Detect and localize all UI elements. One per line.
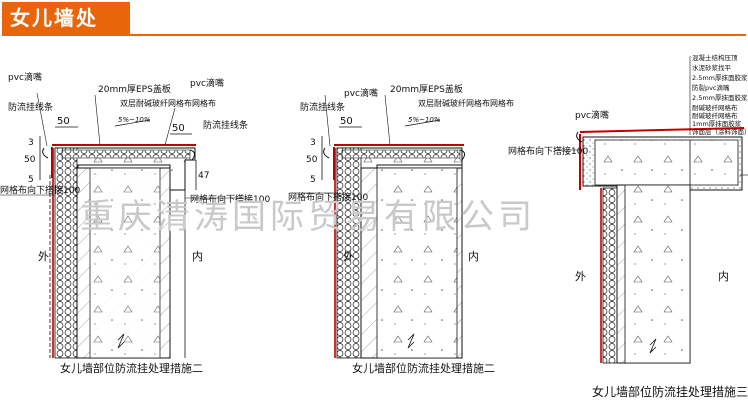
panel-2-labels: pvc滴嘴 20mm厚EPS盖板 防流挂线条 双层耐碱玻纤网格布网格布 5%~1… — [288, 83, 514, 375]
p3-mesh-left-label: 网格布向下搭接100 — [508, 145, 588, 157]
p1-mesh-right-label: 网格布向下搭接100 — [190, 193, 270, 205]
p1-mesh-top-label: 双层耐碱玻纤网格布网格布 — [120, 98, 216, 108]
legend-item: 水泥砂浆找平 — [692, 63, 732, 72]
p1-dim-5: 5 — [28, 175, 34, 185]
p2-caption: 女儿墙部位防流挂处理措施二 — [352, 361, 495, 375]
p1-dim-50a: 50 — [57, 116, 70, 127]
p1-slope-label: 5%~10% — [118, 116, 151, 124]
p2-mesh-top-label: 双层耐碱玻纤网格布网格布 — [418, 98, 514, 108]
p1-drip-right-label: 防流挂线条 — [203, 119, 248, 131]
p1-dim-50c: 50 — [24, 155, 36, 165]
title-underline — [2, 34, 746, 36]
p1-dim-50b: 50 — [172, 123, 185, 134]
p2-eps-label: 20mm厚EPS盖板 — [390, 83, 463, 95]
p1-dim-47: 47 — [198, 171, 209, 181]
watermark-text: 重庆清涛国际贸易有限公司 — [80, 197, 536, 237]
p2-mesh-left-label: 网格布向下搭接100 — [288, 191, 368, 203]
p1-inside-label: 内 — [192, 249, 203, 263]
p2-drip-line-label: 防流挂线条 — [300, 101, 345, 113]
legend-item: 1mm厚抹面胶浆 — [692, 119, 742, 128]
legend-item: 饰面层（涂料饰面） — [692, 127, 748, 136]
legend-item: 防裂pvc滴嘴 — [692, 83, 730, 92]
legend-item: 耐碱玻纤网格布 — [692, 103, 738, 112]
p2-dim-50a: 50 — [340, 116, 353, 127]
p3-caption: 女儿墙部位防流挂处理措施三 — [592, 384, 748, 399]
p1-pvc-label: pvc滴嘴 — [190, 77, 224, 89]
panel-3-labels: pvc滴嘴 网格布向下搭接100 外 内 女儿墙部位防流挂处理措施三 — [508, 109, 748, 399]
p2-drip-label: pvc滴嘴 — [344, 87, 378, 99]
p1-caption: 女儿墙部位防流挂处理措施二 — [60, 361, 203, 375]
legend-item: 2.5mm厚抹面胶浆 — [692, 73, 748, 82]
panel-1-drawing — [0, 92, 250, 359]
p1-mesh-left-label: 网格布向下搭接100 — [0, 184, 80, 196]
p2-inside-label: 内 — [468, 249, 479, 263]
p2-dim-3: 3 — [310, 138, 316, 148]
p2-dim-5: 5 — [310, 175, 316, 185]
panel-1-labels: pvc滴嘴 20mm厚EPS盖板 pvc滴嘴 双层耐碱玻纤网格布网格布 5%~1… — [0, 71, 270, 375]
panel-3-legend: 混凝土结构压顶 水泥砂浆找平 2.5mm厚抹面胶浆 防裂pvc滴嘴 2.5mm厚… — [692, 53, 748, 136]
section-title: 女儿墙处 — [2, 2, 130, 34]
panel-2-drawing — [290, 94, 466, 359]
p1-dim-3: 3 — [28, 138, 34, 148]
p1-eps-label: 20mm厚EPS盖板 — [98, 83, 171, 95]
legend-item: 耐碱玻纤网格布 — [692, 111, 738, 120]
legend-item: 2.5mm厚抹面胶浆 — [692, 93, 748, 102]
p2-slope-label: 5%~10% — [408, 116, 441, 124]
panel-3-drawing — [556, 56, 748, 364]
p1-outside-label: 外 — [38, 250, 49, 263]
p2-outside-label: 外 — [343, 250, 354, 263]
p1-drip-left-label: 防流挂线条 — [8, 101, 53, 113]
p3-inside-label: 内 — [718, 269, 729, 283]
p3-outside-label: 外 — [575, 270, 586, 283]
p2-dim-50c: 50 — [306, 155, 318, 165]
p3-drip-label: pvc滴嘴 — [575, 109, 609, 121]
legend-item: 混凝土结构压顶 — [692, 53, 738, 62]
p1-drip-label: pvc滴嘴 — [8, 71, 42, 83]
